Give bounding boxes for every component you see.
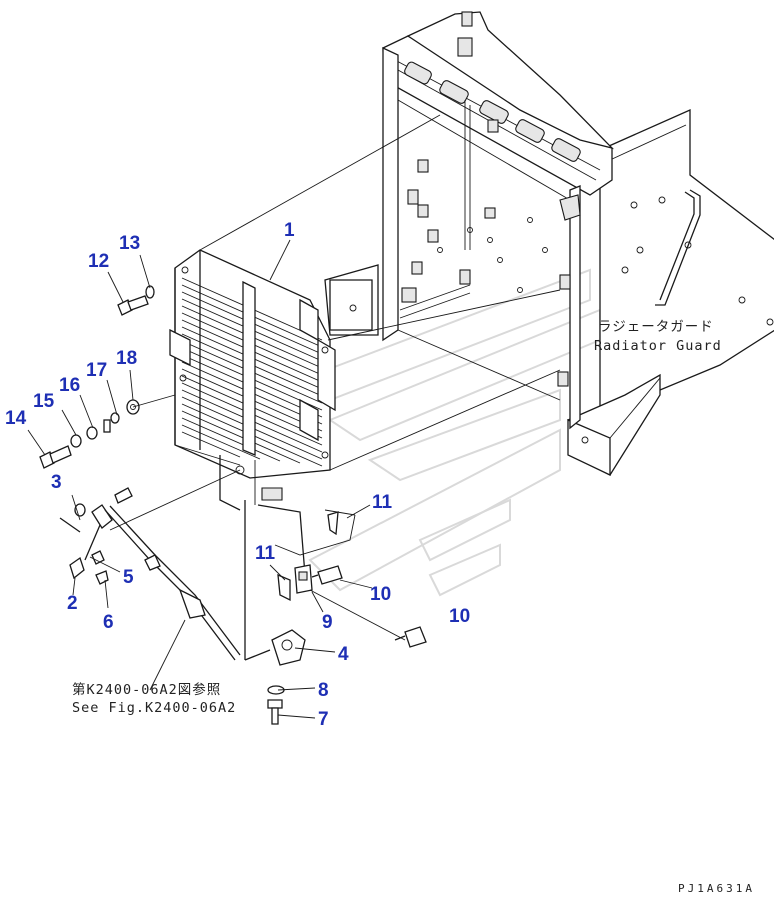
part-label-5: 5 xyxy=(123,567,134,588)
part-label-9: 9 xyxy=(322,612,333,633)
radiator-grille xyxy=(169,249,336,511)
part-label-4: 4 xyxy=(338,644,349,665)
part-label-10b: 10 xyxy=(449,606,470,627)
part-label-7: 7 xyxy=(318,709,329,730)
part-label-15: 15 xyxy=(33,391,55,412)
part-label-8: 8 xyxy=(318,680,329,701)
part-label-2: 2 xyxy=(67,593,78,614)
drawing-code: PJ1A631A xyxy=(678,882,755,895)
reference-en-label: See Fig.K2400-06A2 xyxy=(72,700,236,716)
part-label-11a: 11 xyxy=(372,492,393,513)
annotations: ラジェータガード Radiator Guard 第K2400-06A2図参照 S… xyxy=(72,319,755,895)
radiator-guard-en-label: Radiator Guard xyxy=(594,338,722,354)
radiator-guard-jp-label: ラジェータガード xyxy=(598,319,714,335)
part-label-11b: 11 xyxy=(255,543,276,564)
part-label-6: 6 xyxy=(103,612,114,633)
part-label-10a: 10 xyxy=(370,584,391,605)
part-label-1: 1 xyxy=(284,220,295,241)
part-label-18: 18 xyxy=(116,348,137,369)
radiator-guard-frame xyxy=(324,11,774,477)
cable-assembly xyxy=(59,487,241,661)
part-label-12: 12 xyxy=(88,251,109,272)
lower-mount-plate xyxy=(244,500,427,725)
part-labels: 1 2 3 4 5 6 7 8 9 10 10 11 11 12 13 14 1… xyxy=(5,220,470,730)
leader-lines xyxy=(27,114,561,719)
part-label-17: 17 xyxy=(86,360,107,381)
part-label-13: 13 xyxy=(119,233,140,254)
reference-jp-label: 第K2400-06A2図参照 xyxy=(72,681,221,698)
part-label-3: 3 xyxy=(51,472,62,493)
part-label-14: 14 xyxy=(5,408,27,429)
part-label-16: 16 xyxy=(59,375,80,396)
